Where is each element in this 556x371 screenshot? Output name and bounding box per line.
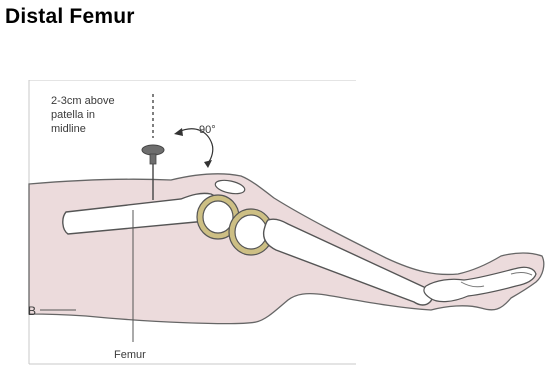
angle-arrowhead-bottom bbox=[204, 160, 212, 168]
needle-site-label-line-2: patella in bbox=[51, 109, 95, 121]
tibial-plateau bbox=[235, 215, 267, 249]
needle-site-label-line-3: midline bbox=[51, 123, 86, 135]
angle-arrowhead-left bbox=[174, 128, 183, 136]
needle-hub bbox=[142, 145, 164, 155]
page-title: Distal Femur bbox=[5, 5, 135, 29]
femoral-condyle bbox=[203, 201, 233, 233]
needle-hub-stem bbox=[150, 154, 156, 164]
femur-label: Femur bbox=[114, 349, 146, 361]
angle-label: 90° bbox=[199, 124, 216, 136]
panel-label: B bbox=[28, 304, 36, 318]
diagram-svg: 2-3cm above patella in midline 90° B Fem… bbox=[6, 80, 546, 366]
distal-femur-diagram: 2-3cm above patella in midline 90° B Fem… bbox=[6, 80, 546, 366]
needle-site-label-line-1: 2-3cm above bbox=[51, 95, 115, 107]
